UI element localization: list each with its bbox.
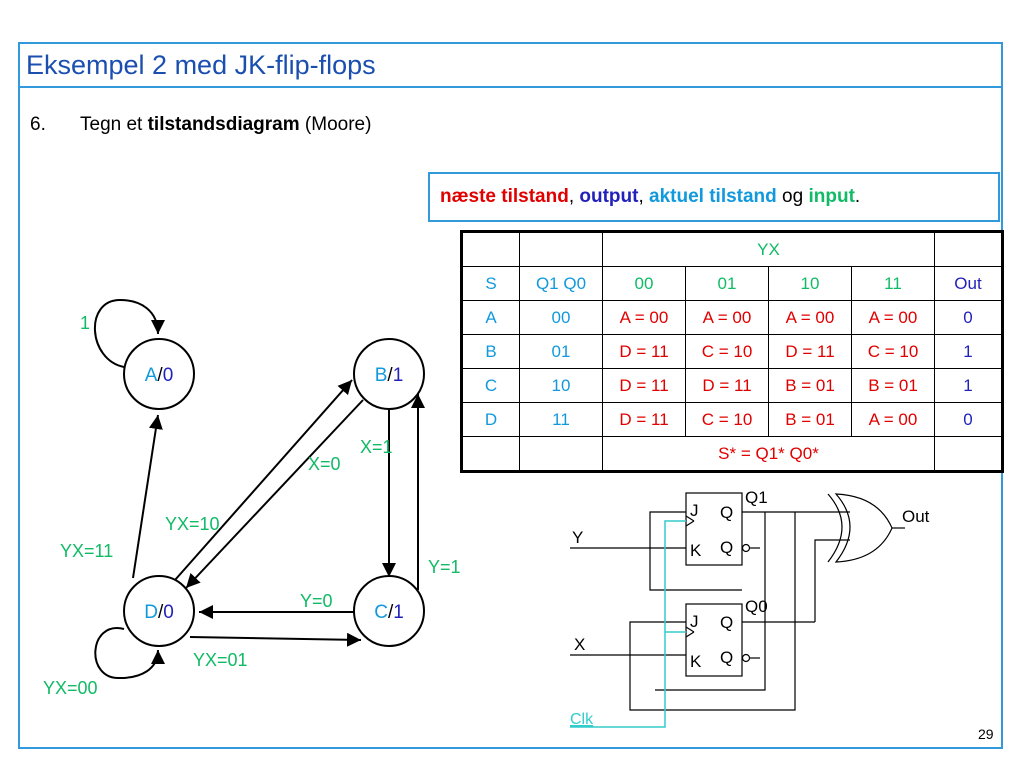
table-cell: A = 00 [602,300,686,335]
legend-sep-2: , [638,186,650,207]
legend-sep-3: og [776,186,809,207]
label-j-top: J [690,501,699,520]
table-cell: 1 [934,334,1003,369]
table-cell-empty [461,231,520,267]
color-legend: næste tilstand, output, aktuel tilstand … [440,186,860,208]
transition-b-to-d [185,399,364,589]
legend-box [428,172,1000,222]
state-c-label: C/1 [374,602,404,623]
label-d-to-c: YX=01 [193,650,248,670]
label-input-y: Y [572,528,583,547]
label-c-to-d: Y=0 [300,591,333,611]
table-cell: 11 [519,402,603,437]
page-number: 29 [978,726,994,742]
wire-clk [570,520,686,728]
legend-current-state: aktuel tilstand [649,186,777,207]
wire-feedback-2 [649,511,742,591]
table-header-cell: 00 [602,266,686,301]
legend-next-state: næste tilstand [440,186,569,207]
legend-end: . [854,186,861,207]
table-header-cell: 10 [768,266,852,301]
slide-title: Eksempel 2 med JK-flip-flops [26,50,376,80]
state-b [353,338,425,410]
table-cell: B [461,334,520,369]
label-out: Out [902,507,930,526]
table-group-header: YX [602,231,935,267]
transition-d-to-a [132,414,163,579]
table-header-cell: 01 [685,266,769,301]
label-k-bottom: K [690,652,702,671]
table-cell: D [461,402,520,437]
legend-output: output [579,186,639,207]
table-header-cell: Out [934,266,1003,301]
label-j-bottom: J [690,612,699,631]
task-text-bold: tilstandsdiagram [147,114,300,135]
table-cell-empty [934,436,1003,472]
label-qbar-bottom: Q [720,648,733,667]
table-cell: D = 11 [602,402,686,437]
table-row: YX [461,231,1003,267]
label-q1: Q1 [745,488,768,507]
state-b-label: B/1 [375,365,404,386]
table-cell: 00 [519,300,603,335]
label-input-x: X [574,635,585,654]
label-q-top: Q [720,503,733,522]
table-header-row: S Q1 Q0 00 01 10 11 Out [461,266,1003,301]
table-cell: A [461,300,520,335]
legend-input: input [808,186,855,207]
table-cell-empty [519,436,603,472]
label-k-top: K [690,541,702,560]
label-clk: Clk [570,711,594,728]
wire-feedback-3 [655,512,766,691]
transition-d-to-b [174,379,353,581]
label-d-loop: YX=00 [43,678,98,698]
label-qbar-top: Q [720,538,733,557]
legend-sep-1: , [568,186,580,207]
wire-feedback-1 [629,512,796,711]
table-cell: C = 10 [685,402,769,437]
state-c [353,575,425,647]
table-header-cell: S [461,266,520,301]
label-d-to-b: X=0 [308,454,341,474]
label-d-to-a: YX=11 [60,541,113,561]
table-cell: D = 11 [768,334,852,369]
task-item: 6. Tegn et tilstandsdiagram (Moore) [30,114,371,136]
label-q-bottom: Q [720,613,733,632]
table-cell: B = 01 [768,402,852,437]
table-cell: B = 01 [851,368,935,403]
transition-a-loop [94,298,165,368]
table-row: D 11 D = 11 C = 10 B = 01 A = 00 0 [461,402,1003,437]
table-cell: 01 [519,334,603,369]
label-b-to-c: X=1 [360,437,393,457]
table-cell: D = 11 [685,368,769,403]
label-q0: Q0 [745,597,768,616]
state-d [123,575,195,647]
table-header-cell: Q1 Q0 [519,266,603,301]
flip-flop-q1 [685,492,743,566]
state-a [123,338,195,410]
table-footer-row: S* = Q1* Q0* [461,436,1003,472]
transition-d-to-c [189,632,362,647]
table-cell: A = 00 [768,300,852,335]
title-bar [18,42,1003,88]
transition-d-loop [94,627,165,680]
state-table: YX S Q1 Q0 00 01 10 11 Out A 00 A = 00 A… [460,230,1004,473]
label-b-to-d: YX=10 [165,514,220,534]
flip-flop-q0 [685,603,743,677]
xor-gate [834,493,893,563]
label-a-loop: 1 [80,313,90,333]
label-c-to-b: Y=1 [428,557,461,577]
state-a-label: A/0 [145,365,174,386]
task-number: 6. [30,114,46,135]
table-cell: 0 [934,402,1003,437]
task-text-before: Tegn et [80,114,148,135]
table-cell: A = 00 [685,300,769,335]
state-d-label: D/0 [144,602,174,623]
task-text-after: (Moore) [299,114,372,135]
